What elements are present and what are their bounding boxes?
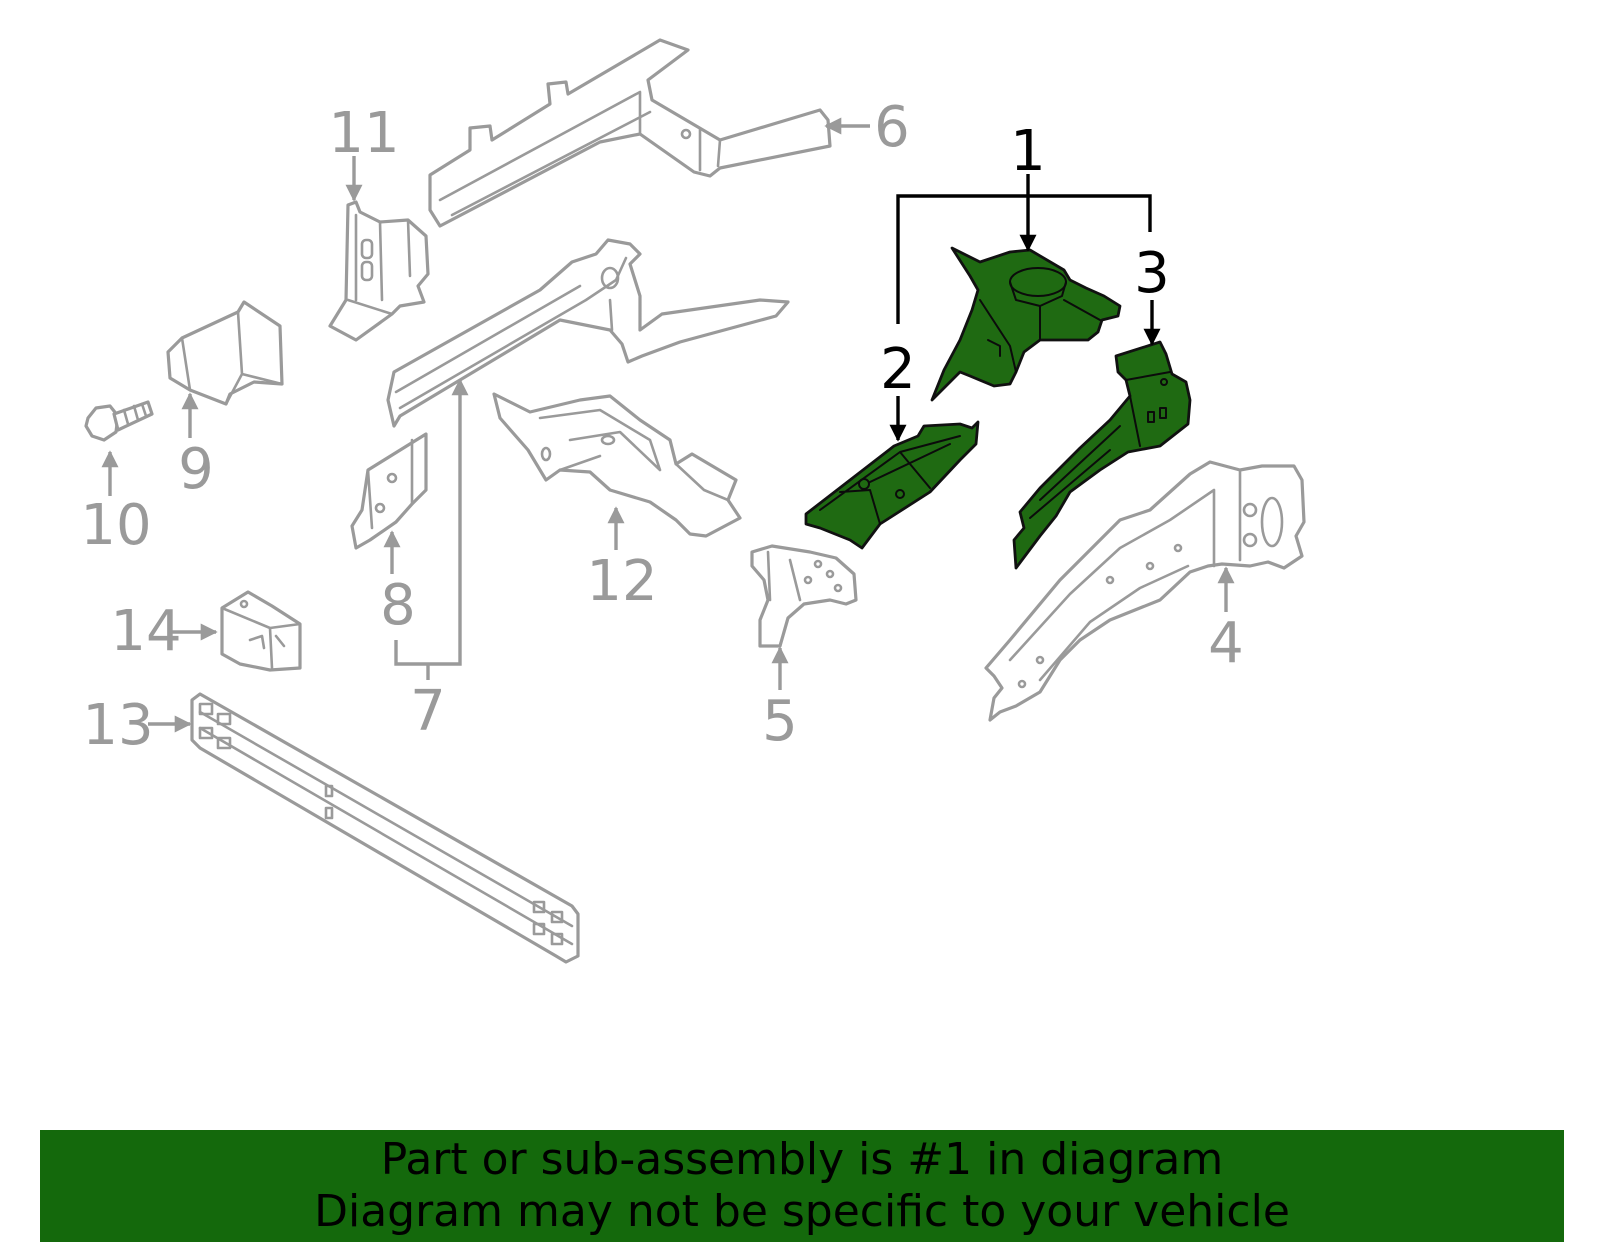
part-3-side-rail — [1012, 340, 1192, 570]
callout-11: 11 — [328, 101, 399, 166]
callout-2: 2 — [880, 337, 916, 402]
part-8-bracket — [350, 432, 428, 550]
callout-6: 6 — [874, 95, 910, 160]
info-banner: Part or sub-assembly is #1 in diagram Di… — [40, 1130, 1564, 1242]
part-9-mount — [166, 300, 284, 406]
callout-3: 3 — [1134, 241, 1170, 306]
part-14-bracket — [220, 590, 302, 672]
part-13-crossmember — [190, 692, 580, 964]
callout-10: 10 — [80, 493, 151, 558]
part-5-bracket — [750, 544, 858, 648]
callout-12: 12 — [586, 549, 657, 614]
part-1-upper-panel — [930, 246, 1122, 402]
callout-13: 13 — [82, 693, 153, 758]
callout-labels: 1 2 3 4 5 6 7 8 9 10 11 12 13 14 — [80, 95, 1243, 758]
part-12-bracket — [492, 392, 742, 538]
part-11-bracket — [328, 200, 430, 342]
leader-lines — [101, 117, 1235, 733]
callout-4: 4 — [1208, 611, 1244, 676]
part-6-upper-rail — [428, 38, 832, 228]
callout-8: 8 — [380, 573, 416, 638]
part-4-apron — [984, 460, 1306, 722]
callout-14: 14 — [110, 599, 181, 664]
banner-line-part-info: Part or sub-assembly is #1 in diagram — [380, 1134, 1224, 1185]
callout-5: 5 — [762, 689, 798, 754]
banner-line-disclaimer: Diagram may not be specific to your vehi… — [314, 1186, 1290, 1237]
part-2-lower-panel — [804, 420, 980, 550]
callout-1: 1 — [1010, 119, 1046, 184]
callout-7: 7 — [410, 679, 446, 744]
highlight-leader-lines — [889, 174, 1161, 442]
part-10-bolt — [84, 400, 154, 442]
part-7-lower-rail — [386, 238, 790, 428]
callout-9: 9 — [178, 437, 214, 502]
